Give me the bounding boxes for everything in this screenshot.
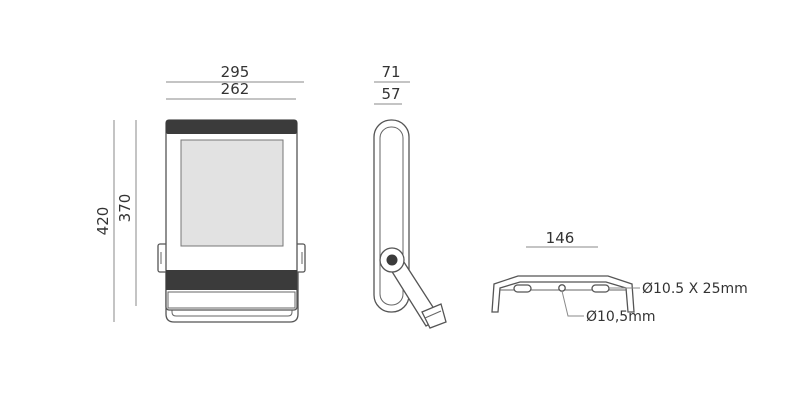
label-depth-inner: 57	[381, 85, 400, 103]
label-width-outer: 295	[221, 63, 250, 81]
bracket-slot-right	[591, 284, 610, 293]
lower-heatsink	[166, 270, 297, 290]
front-view: 295 262 420 370	[94, 63, 306, 323]
top-strip	[166, 120, 297, 134]
bracket-plate	[491, 275, 635, 313]
pivot-inner	[386, 254, 398, 266]
side-view: 71 57	[373, 63, 447, 329]
label-bracket-width: 146	[546, 229, 575, 247]
label-depth-outer: 71	[381, 63, 400, 81]
label-slot: Ø10.5 X 25mm	[642, 281, 748, 297]
label-height-outer: 420	[94, 207, 112, 236]
led-glass-panel	[180, 139, 284, 247]
side-body-inner	[379, 126, 404, 306]
front-bracket-inner	[171, 300, 293, 317]
label-width-inner: 262	[221, 80, 250, 98]
bracket-view: 146 Ø10.5 X 25mm Ø10,5mm	[491, 229, 748, 325]
side-arm-foot	[421, 303, 447, 329]
bracket-slot-left	[513, 284, 532, 293]
bracket-center-hole	[558, 284, 566, 292]
leader-hole	[561, 290, 584, 317]
label-hole: Ø10,5mm	[586, 309, 655, 325]
base-strip	[167, 291, 296, 309]
label-height-inner: 370	[116, 194, 134, 223]
side-arm-foot-line	[424, 310, 442, 319]
